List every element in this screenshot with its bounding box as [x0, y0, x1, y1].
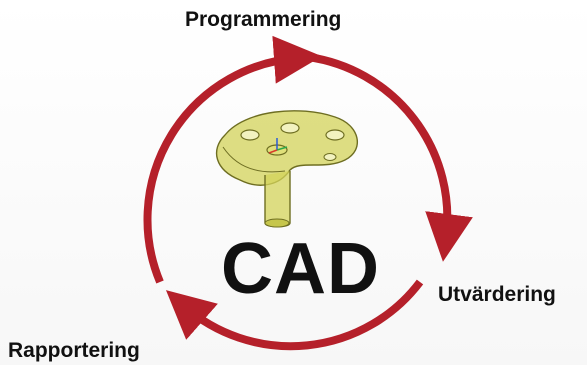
arrow-to-utvardering — [307, 53, 473, 262]
stage-label-programmering: Programmering — [185, 8, 342, 31]
stage-label-rapportering: Rapportering — [8, 339, 140, 362]
center-label: CAD — [221, 229, 380, 309]
arrow-to-programmering — [143, 35, 322, 284]
arrow-to-rapportering — [165, 279, 424, 351]
stage-label-utvardering: Utvärdering — [438, 283, 556, 306]
cad-part-illustration — [215, 110, 358, 228]
